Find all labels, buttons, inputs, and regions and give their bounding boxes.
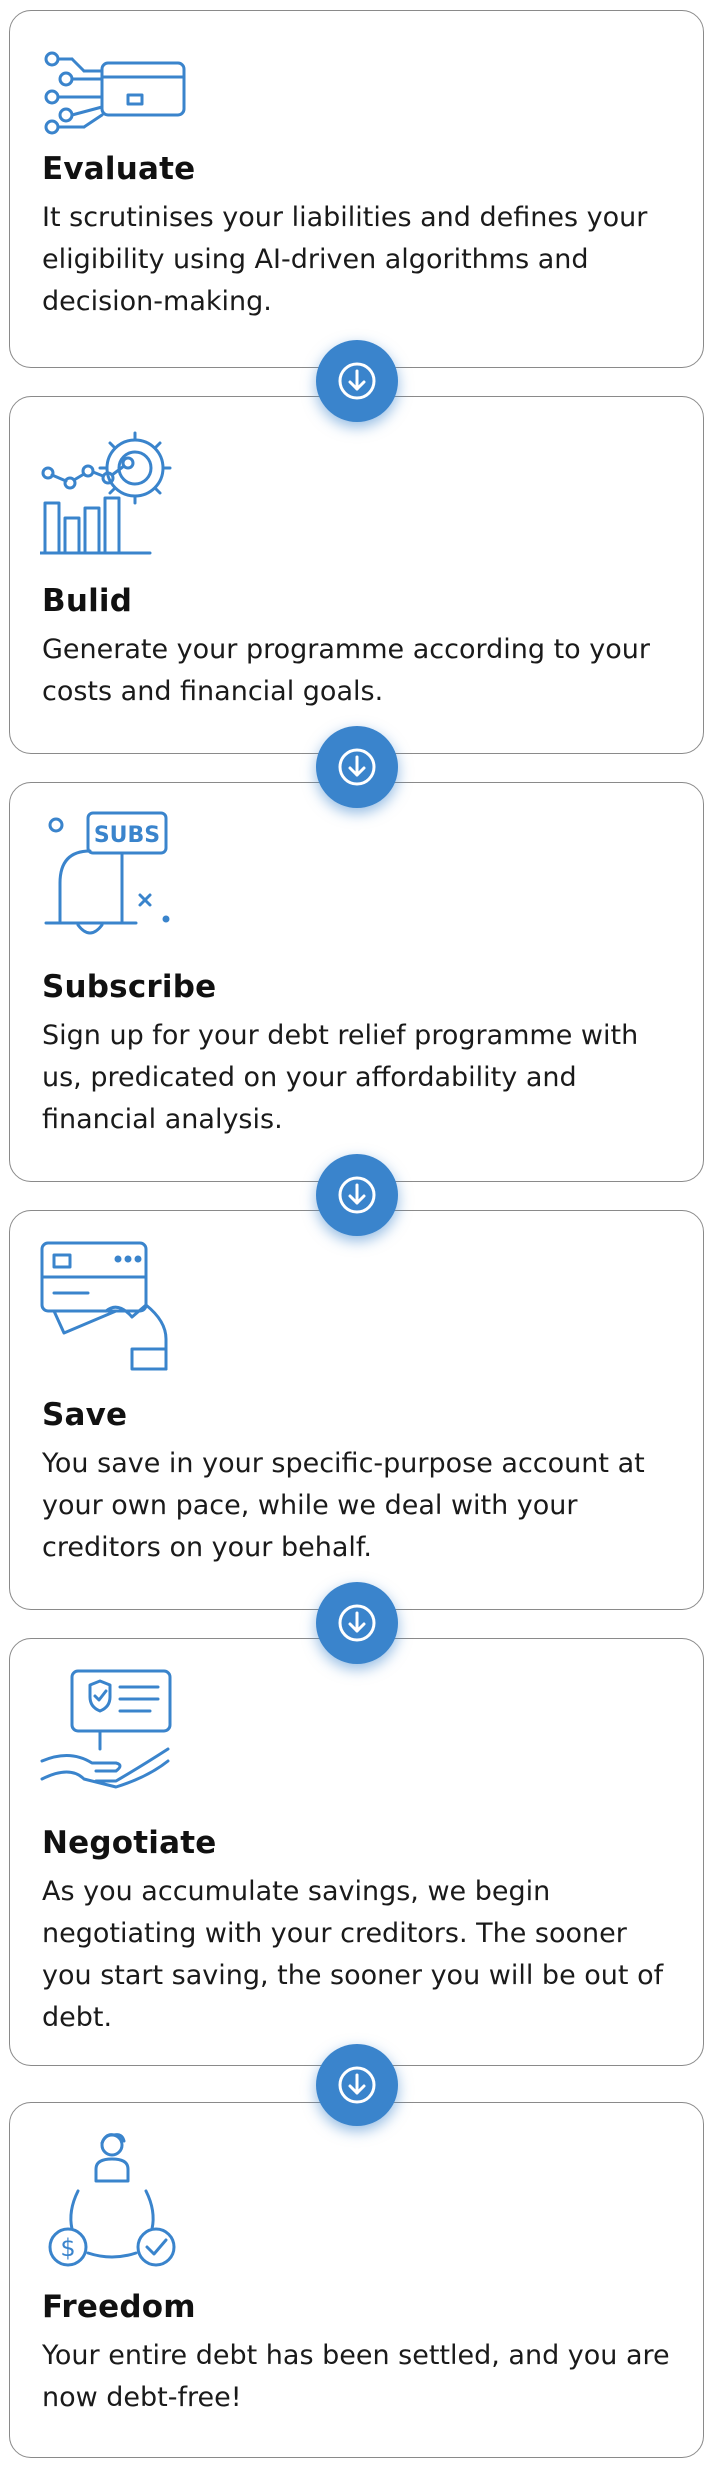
step-card-freedom: $ Freedom Your entire debt has been sett…: [9, 2102, 704, 2458]
step-card-build: Bulid Generate your programme according …: [9, 396, 704, 754]
step-title: Freedom: [42, 2289, 196, 2325]
subscription-bell-icon: SUBS: [40, 811, 180, 955]
growth-chart-gear-icon: [38, 423, 180, 562]
step-title: Negotiate: [42, 1825, 217, 1861]
protected-document-hand-icon: [40, 1669, 175, 1803]
step-title: Bulid: [42, 583, 133, 619]
step-description: As you accumulate savings, we begin nego…: [42, 1876, 664, 2033]
arrow-down-circle-icon[interactable]: [316, 1582, 398, 1664]
step-card-subscribe: SUBS Subscribe Sign up for your debt rel…: [9, 782, 704, 1182]
step-description: Generate your programme according to you…: [42, 634, 650, 707]
step-description: Your entire debt has been settled, and y…: [42, 2340, 670, 2413]
step-card-evaluate: Evaluate It scrutinises your liabilities…: [9, 10, 704, 368]
step-title: Save: [42, 1397, 128, 1433]
step-card-negotiate: Negotiate As you accumulate savings, we …: [9, 1638, 704, 2066]
step-description: You save in your specific-purpose accoun…: [42, 1448, 645, 1563]
svg-text:SUBS: SUBS: [94, 823, 160, 848]
arrow-down-circle-icon[interactable]: [316, 1154, 398, 1236]
arrow-down-circle-icon[interactable]: [316, 340, 398, 422]
arrow-down-circle-icon[interactable]: [316, 726, 398, 808]
circuit-card-icon: [40, 45, 190, 144]
step-title: Subscribe: [42, 969, 217, 1005]
svg-text:$: $: [60, 2234, 75, 2262]
step-description: It scrutinises your liabilities and defi…: [42, 202, 648, 317]
step-card-save: Save You save in your specific-purpose a…: [9, 1210, 704, 1610]
card-in-hand-icon: [40, 1241, 175, 1375]
person-money-check-cycle-icon: $: [40, 2129, 185, 2273]
step-description: Sign up for your debt relief programme w…: [42, 1020, 639, 1135]
arrow-down-circle-icon[interactable]: [316, 2044, 398, 2126]
step-title: Evaluate: [42, 151, 196, 187]
